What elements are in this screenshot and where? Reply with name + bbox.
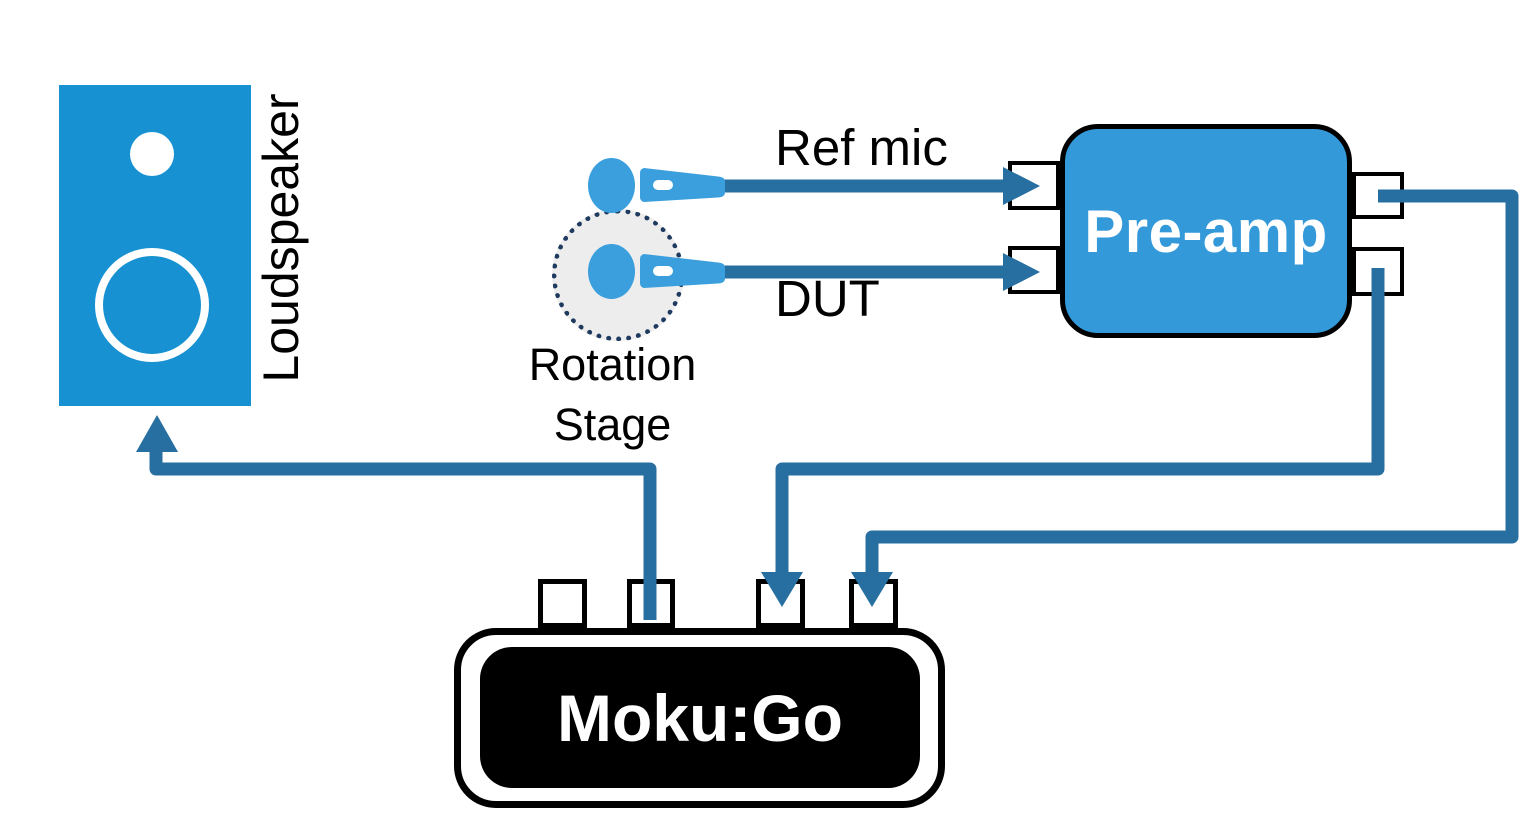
ref-mic-head: [588, 158, 635, 213]
preamp-label: Pre-amp: [1084, 197, 1328, 265]
moku-port-4: [849, 579, 898, 628]
preamp-output-port-1: [1352, 172, 1404, 219]
moku-go-label: Moku:Go: [557, 680, 843, 755]
preamp-output-port-2: [1352, 247, 1404, 296]
dut-mic-head: [588, 244, 635, 299]
preamp-box: Pre-amp: [1060, 124, 1352, 338]
dut-mic-body: [640, 254, 725, 288]
moku-port-1: [538, 579, 587, 628]
ref-mic-switch: [653, 180, 673, 190]
speaker-woofer-ring: [95, 248, 209, 362]
loudspeaker-label: Loudspeaker: [253, 93, 309, 383]
dut-mic-switch: [653, 266, 673, 276]
preamp-input-port-2: [1008, 246, 1060, 294]
preamp-input-port-1: [1008, 161, 1060, 210]
loudspeaker-box: [59, 85, 251, 406]
dut-label: DUT: [775, 270, 880, 327]
speaker-tweeter-dot: [130, 132, 174, 176]
moku-go-screen: Moku:Go: [480, 647, 920, 788]
ref-mic-label: Ref mic: [775, 119, 948, 176]
moku-port-3: [756, 579, 805, 628]
dut-mic-icon: [588, 244, 725, 299]
ref-mic-icon: [588, 158, 725, 213]
ref-mic-body: [640, 168, 725, 202]
arrowhead-up-loudspeaker: [136, 415, 178, 452]
moku-port-2: [627, 579, 675, 628]
rotation-stage-label: Rotation Stage: [528, 339, 697, 450]
